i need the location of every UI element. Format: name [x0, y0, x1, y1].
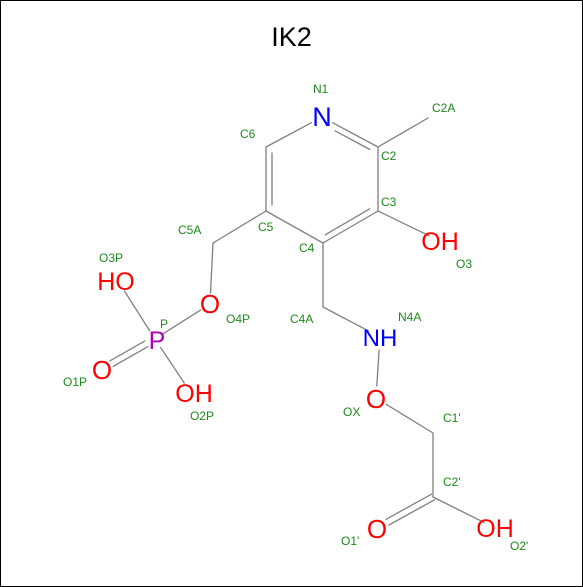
atom-label-o1p: O1P: [63, 375, 87, 389]
bond-c4-c5: [265, 210, 324, 244]
bond-p-o3p: [123, 290, 151, 332]
bond-c2p-o2p: [432, 496, 485, 524]
atom-label-n4a: N4A: [398, 310, 421, 324]
atom-symbol-o1p: O: [367, 514, 387, 544]
atom-label-c3: C3: [381, 195, 397, 209]
atom-symbol-n4a: NH: [363, 325, 398, 352]
atom-label-o2p: O2': [510, 539, 528, 553]
atom-label-c4a: C4A: [290, 312, 313, 326]
bond-c3-o3: [377, 210, 430, 237]
bond-p-o1p: [112, 344, 147, 364]
atom-label-o3: O3: [456, 257, 472, 271]
bond-c5a-o4p: [209, 242, 214, 294]
atom-symbol-n1: N: [312, 102, 332, 132]
bond-c2p-o1p-third: [388, 499, 436, 526]
atom-label-n1: N1: [313, 82, 329, 96]
bond-c3-c4: [322, 210, 379, 244]
atom-symbol-p: P: [149, 327, 166, 355]
atom-label-c2p: C2': [443, 475, 461, 489]
atom-symbol-o2p: OH: [476, 515, 514, 543]
bond-ox-c1p: [385, 403, 434, 434]
bond-c2p-o1p-second: [385, 493, 433, 521]
atom-symbol-o3p: HO: [97, 268, 135, 296]
bond-c6-n1: [265, 122, 313, 148]
molecule-title: IK2: [271, 22, 312, 52]
bond-c2p-o1p: [388, 497, 434, 522]
bond-p-o1p-second: [109, 340, 146, 362]
atom-label-p: P: [160, 317, 168, 331]
atom-symbol-o3: OH: [421, 228, 459, 256]
bond-n4a-ox: [376, 349, 380, 387]
atom-label-c2: C2: [381, 149, 397, 163]
atom-symbol-ox: O: [366, 384, 386, 414]
atom-label-o1p: O1': [341, 534, 359, 548]
atom-label-o2p: O2P: [190, 409, 214, 423]
atom-symbol-o4p: O: [200, 289, 220, 319]
atom-symbol-o1p: O: [92, 355, 112, 385]
atom-label-ox: OX: [343, 405, 360, 419]
atom-label-c5: C5: [258, 220, 274, 234]
bond-c4a-n4a: [322, 306, 370, 332]
atom-label-c2a: C2A: [432, 101, 455, 115]
atom-label-o3p: O3P: [99, 251, 123, 265]
atom-label-c1p: C1': [443, 411, 461, 425]
atom-label-o4p: O4P: [226, 312, 250, 326]
bond-n1-c2-second: [334, 130, 371, 151]
atom-label-c6: C6: [240, 127, 256, 141]
bond-c5-c5a: [212, 210, 267, 244]
atom-label-c5a: C5A: [178, 223, 201, 237]
bond-o4p-p: [162, 309, 202, 335]
atom-label-c4: C4: [299, 241, 315, 255]
bond-n1-c2: [331, 122, 379, 148]
atom-symbol-o2p: OH: [175, 380, 213, 408]
bond-p-o1p-third: [112, 346, 149, 368]
bond-c3-c4-second: [324, 208, 371, 236]
bond-p-o2p: [159, 346, 185, 384]
bond-c2-c2a: [377, 117, 429, 148]
